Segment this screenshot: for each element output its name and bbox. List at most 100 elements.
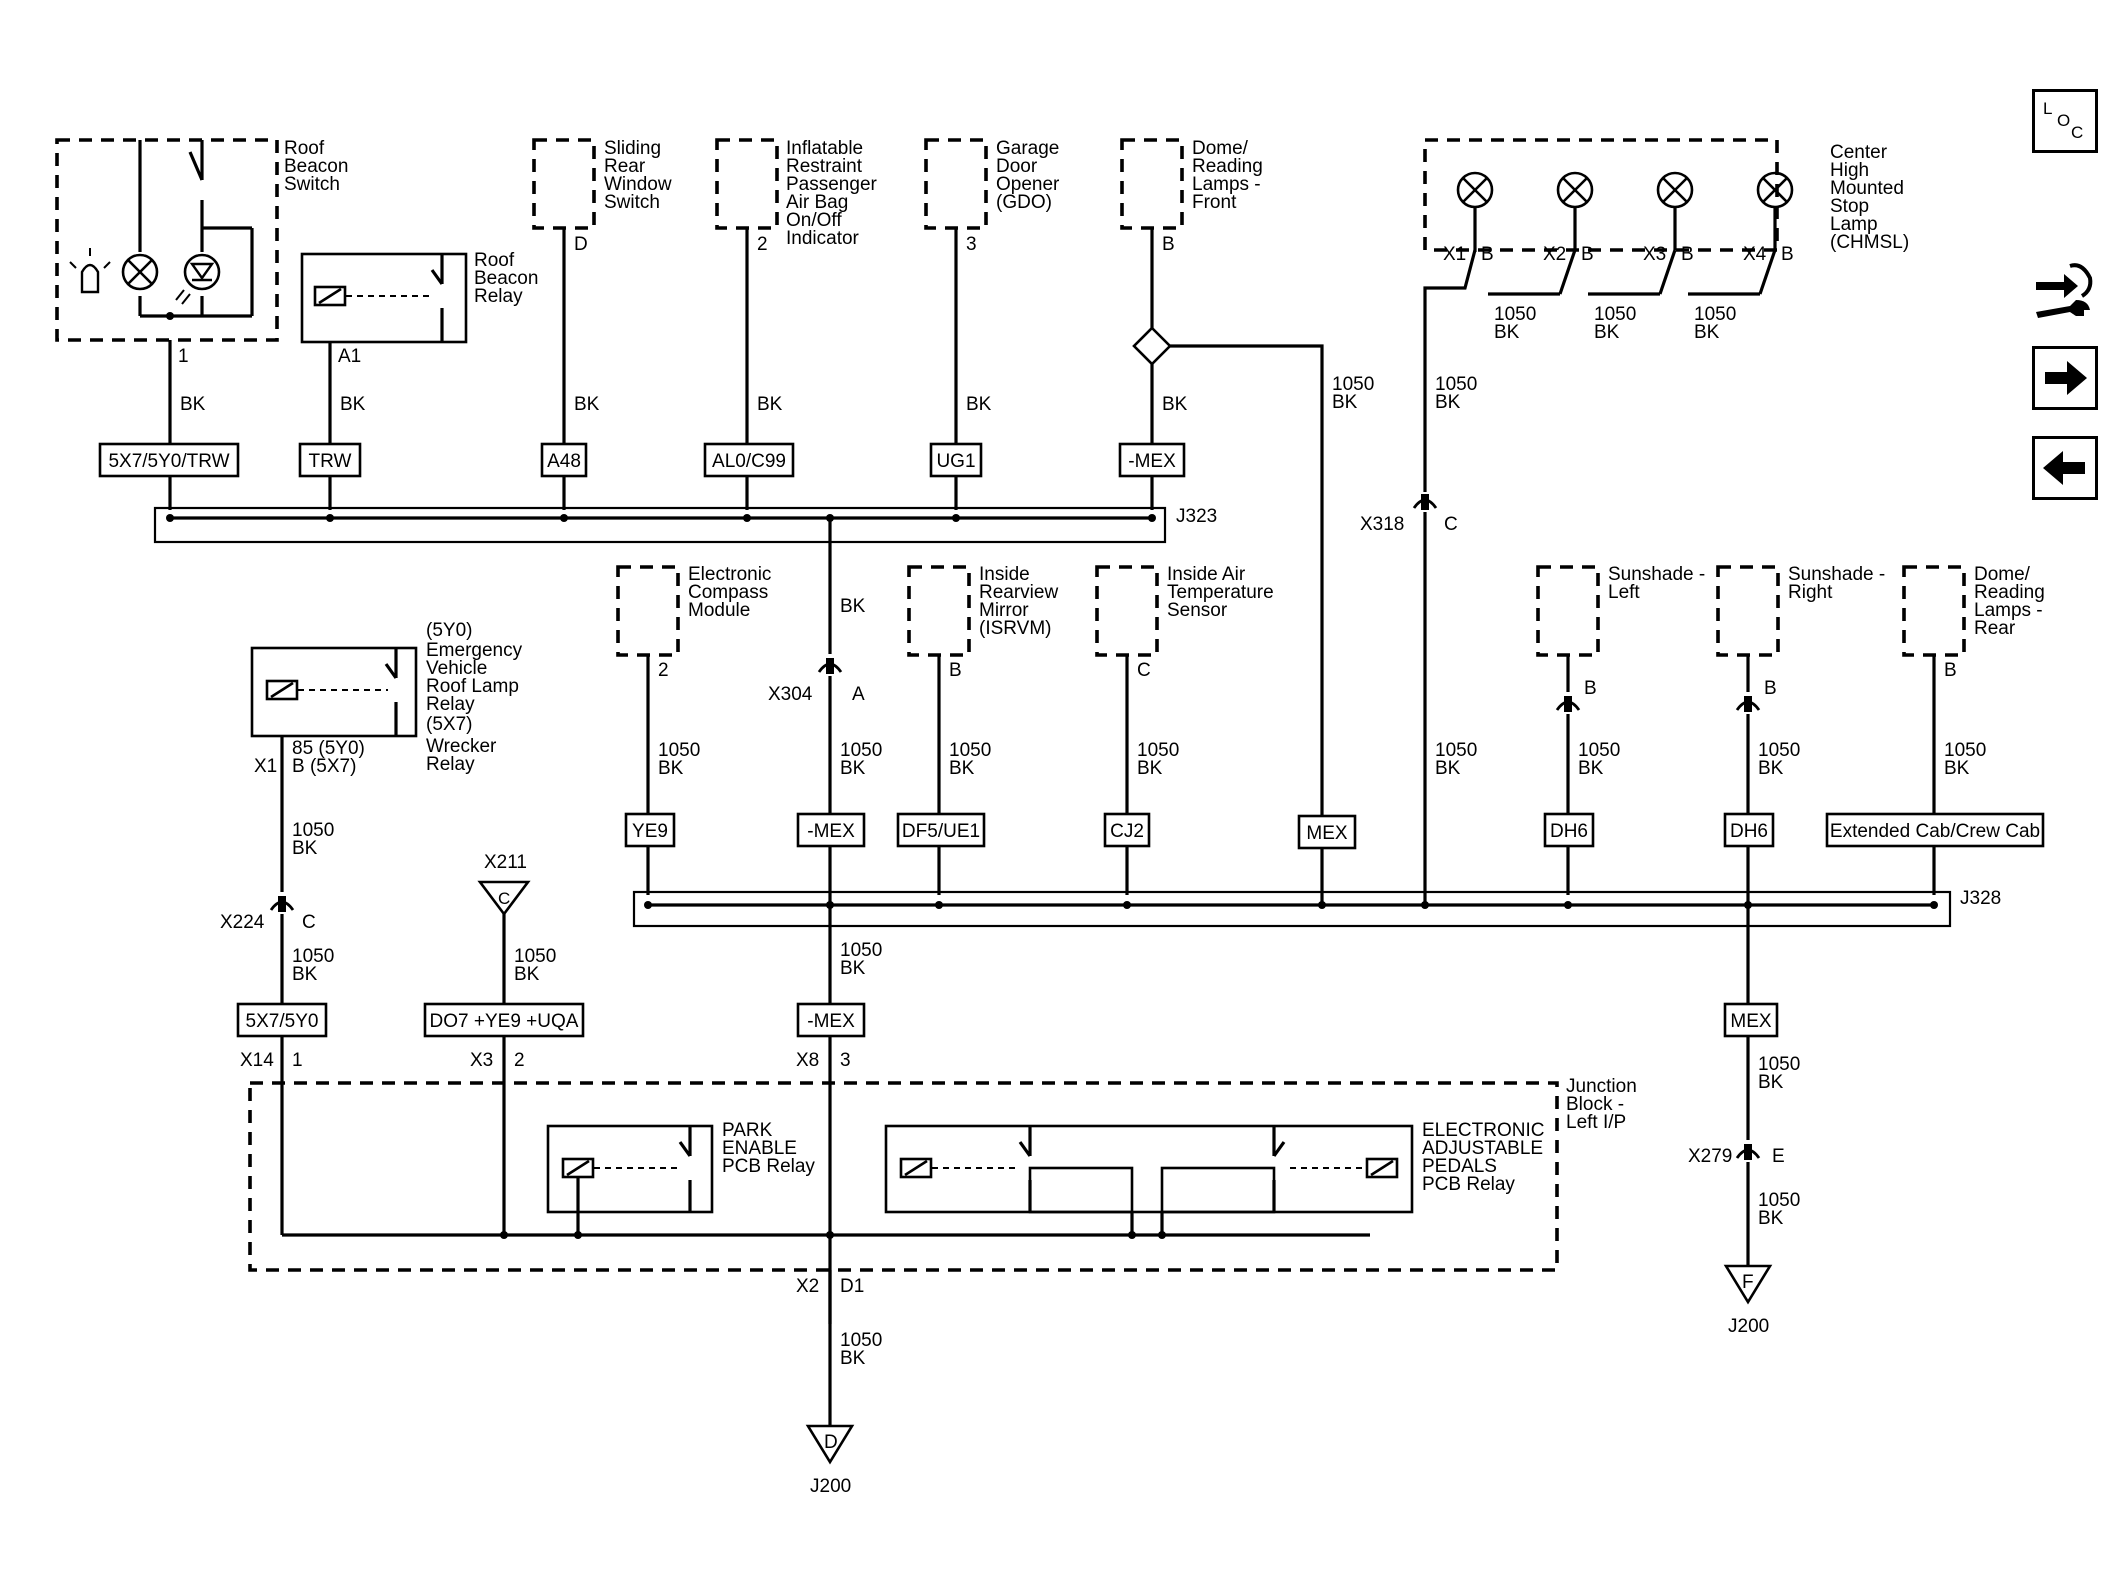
svg-text:YE9: YE9	[632, 821, 668, 842]
svg-text:X224: X224	[220, 912, 265, 933]
svg-text:Rear: Rear	[1974, 618, 2016, 639]
svg-text:BK: BK	[1435, 392, 1461, 413]
dome-reading-lamps-front-box	[1120, 138, 1184, 230]
svg-text:1050: 1050	[1332, 374, 1374, 395]
svg-text:B: B	[1764, 678, 1777, 699]
svg-text:D1: D1	[840, 1276, 864, 1297]
svg-text:B: B	[1781, 244, 1794, 265]
svg-text:Air Bag: Air Bag	[786, 192, 848, 213]
svg-text:A: A	[852, 684, 865, 705]
svg-text:BK: BK	[292, 838, 318, 859]
chmsl-lamps	[1456, 171, 1794, 250]
svg-text:DF5/UE1: DF5/UE1	[902, 821, 980, 842]
svg-text:1050: 1050	[1137, 740, 1179, 761]
adjustable-pedals-pcb-relay	[884, 1124, 1414, 1235]
svg-text:B: B	[1944, 660, 1957, 681]
svg-text:Extended Cab/Crew Cab: Extended Cab/Crew Cab	[1830, 821, 2040, 842]
electronic-compass-module-box	[616, 565, 680, 657]
svg-text:X1: X1	[1443, 244, 1466, 265]
svg-text:B: B	[949, 660, 962, 681]
option-box-mex-bottom	[796, 1002, 866, 1038]
svg-text:BK: BK	[840, 958, 866, 979]
svg-text:Compass: Compass	[688, 582, 768, 603]
chmsl-box	[1423, 138, 1779, 252]
svg-text:X211: X211	[484, 852, 527, 873]
svg-text:X3: X3	[1643, 244, 1666, 265]
svg-text:BK: BK	[949, 758, 975, 779]
svg-text:High: High	[1830, 160, 1869, 181]
svg-text:1: 1	[178, 346, 189, 367]
svg-text:C: C	[1444, 514, 1458, 535]
svg-text:Inside: Inside	[979, 564, 1030, 585]
svg-text:ELECTRONIC: ELECTRONIC	[1422, 1120, 1544, 1141]
dome-reading-lamps-rear-box	[1902, 565, 1966, 657]
svg-text:1050: 1050	[840, 740, 882, 761]
next-page-button[interactable]	[2032, 346, 2098, 410]
svg-text:1050: 1050	[1758, 1054, 1800, 1075]
roof-beacon-relay	[300, 252, 468, 344]
svg-text:Dome/: Dome/	[1974, 564, 2031, 585]
svg-text:Mirror: Mirror	[979, 600, 1029, 621]
svg-text:Relay: Relay	[426, 754, 475, 775]
svg-text:BK: BK	[340, 394, 366, 415]
svg-text:BK: BK	[1435, 758, 1461, 779]
connector-tools-button[interactable]	[2030, 256, 2096, 328]
sliding-rear-window-switch-box	[532, 138, 596, 230]
label-sunshade-left: Sunshade -Left	[1608, 564, 1705, 603]
svg-text:BK: BK	[966, 394, 992, 415]
svg-text:CJ2: CJ2	[1110, 821, 1144, 842]
svg-text:BK: BK	[574, 394, 600, 415]
svg-text:DH6: DH6	[1730, 821, 1768, 842]
svg-text:Right: Right	[1788, 582, 1833, 603]
svg-text:C: C	[2071, 123, 2083, 142]
svg-text:1050: 1050	[1594, 304, 1636, 325]
option-labels: 5X7/5Y0/TRW TRW A48 AL0/C99 UG1 -MEX YE9…	[108, 451, 2040, 1032]
svg-text:1050: 1050	[1694, 304, 1736, 325]
svg-text:PARK: PARK	[722, 1120, 773, 1141]
svg-text:X8: X8	[796, 1050, 819, 1071]
svg-text:Lamps -: Lamps -	[1974, 600, 2043, 621]
svg-text:1050: 1050	[1578, 740, 1620, 761]
svg-text:Beacon: Beacon	[474, 268, 538, 289]
svg-text:Garage: Garage	[996, 138, 1059, 159]
svg-text:Passenger: Passenger	[786, 174, 878, 195]
svg-text:Emergency: Emergency	[426, 640, 523, 661]
svg-text:J328: J328	[1960, 888, 2001, 909]
connector-x211-triangle	[477, 880, 531, 917]
svg-text:1050: 1050	[292, 820, 334, 841]
svg-text:C: C	[498, 889, 510, 908]
location-view-button[interactable]: L O C	[2032, 89, 2098, 153]
svg-text:Stop: Stop	[1830, 196, 1869, 217]
svg-text:2: 2	[514, 1050, 525, 1071]
svg-text:BK: BK	[840, 758, 866, 779]
svg-text:BK: BK	[1137, 758, 1163, 779]
svg-text:On/Off: On/Off	[786, 210, 842, 231]
svg-text:ENABLE: ENABLE	[722, 1138, 797, 1159]
svg-text:Lamps -: Lamps -	[1192, 174, 1261, 195]
svg-text:1050: 1050	[1758, 740, 1800, 761]
svg-text:F: F	[1742, 1272, 1754, 1293]
svg-text:Switch: Switch	[284, 174, 340, 195]
svg-text:BK: BK	[658, 758, 684, 779]
svg-text:BK: BK	[757, 394, 783, 415]
svg-text:Rear: Rear	[604, 156, 646, 177]
option-box-do7	[423, 1002, 585, 1038]
svg-text:Wrecker: Wrecker	[426, 736, 497, 757]
middle-option-boxes	[624, 812, 2045, 850]
previous-page-button[interactable]	[2032, 436, 2098, 500]
svg-text:B: B	[1162, 234, 1175, 255]
svg-text:D: D	[574, 234, 588, 255]
svg-text:B: B	[1584, 678, 1597, 699]
svg-text:BK: BK	[1758, 758, 1784, 779]
svg-text:Indicator: Indicator	[786, 228, 860, 249]
svg-text:UG1: UG1	[936, 451, 975, 472]
